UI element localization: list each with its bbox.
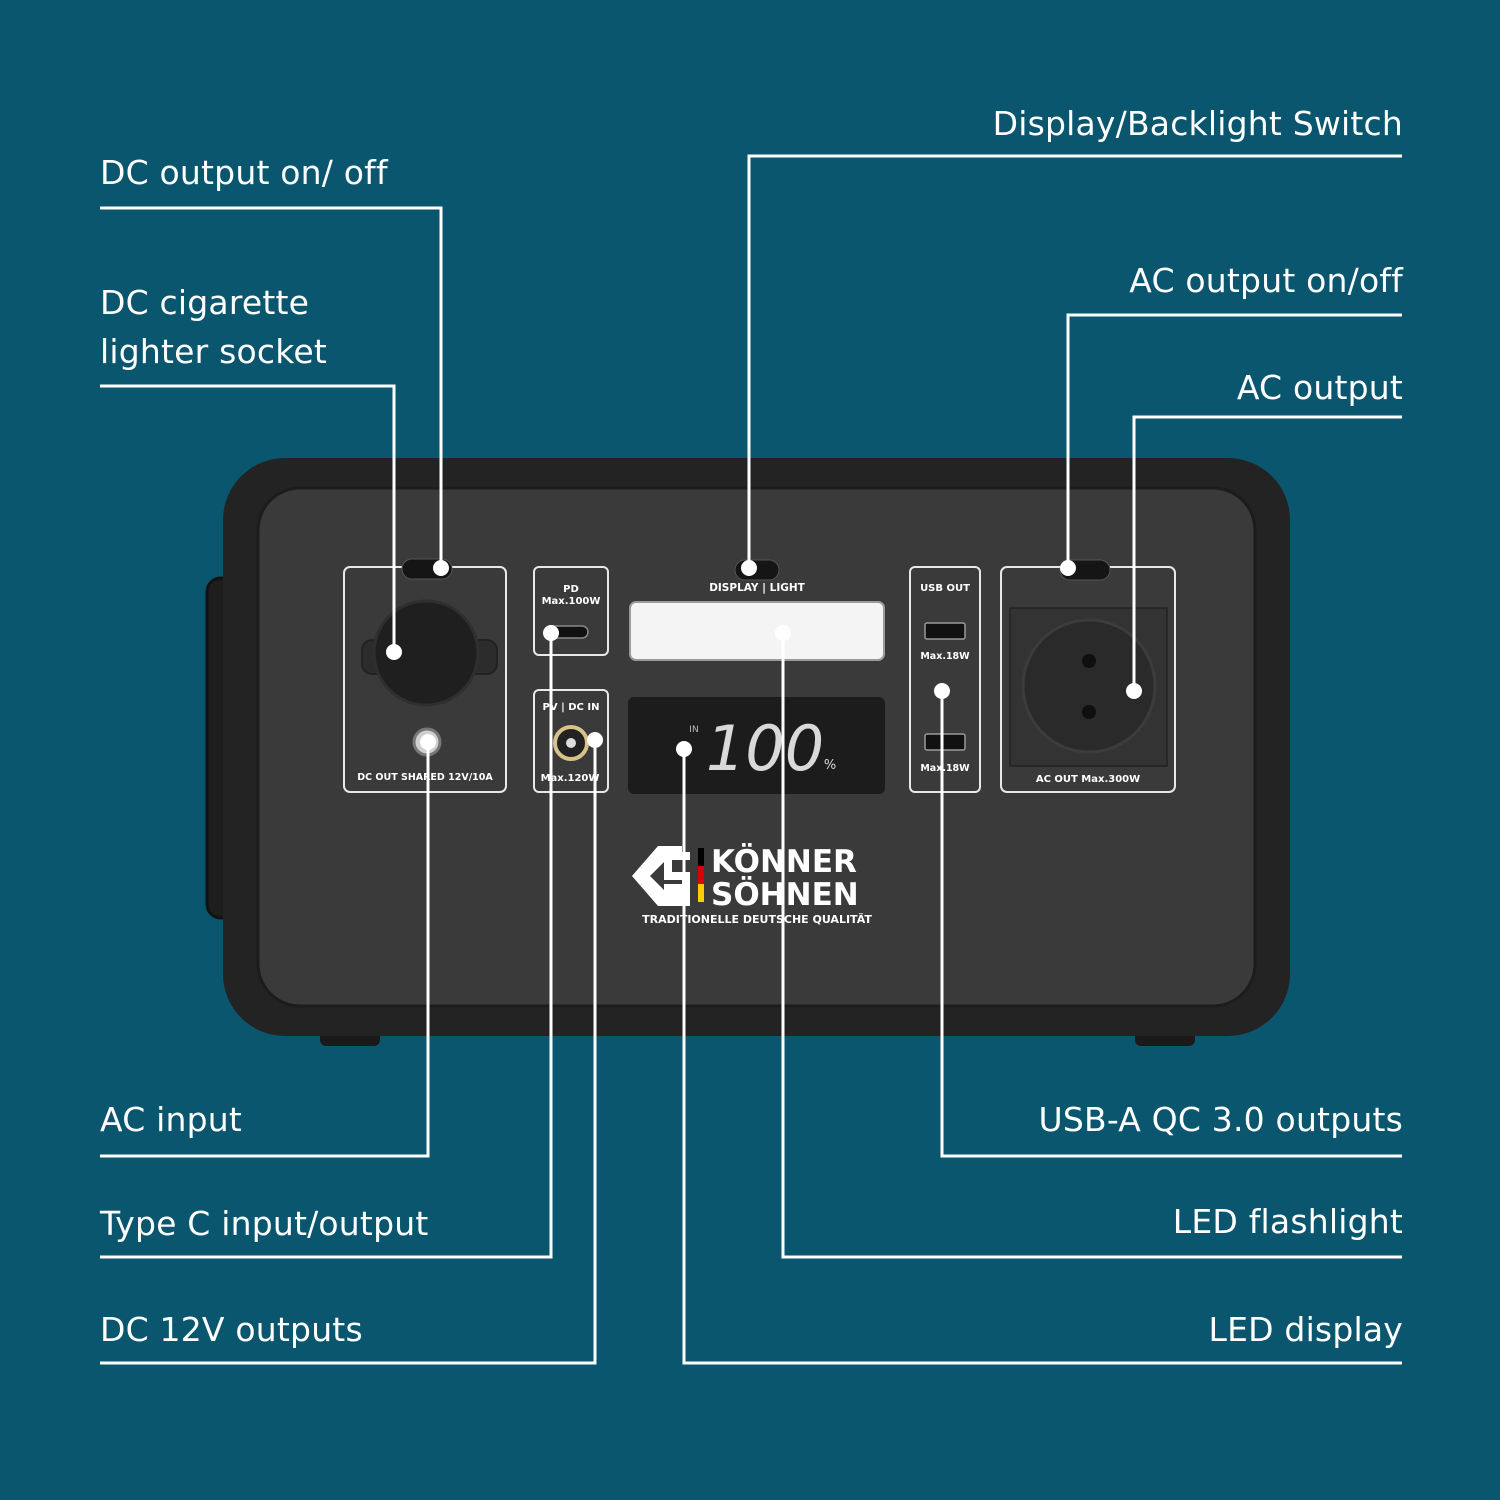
- usb-out-label: USB OUT: [920, 583, 970, 594]
- usb-panel-frame: [909, 566, 981, 793]
- label-ac-input: AC input: [100, 1100, 243, 1139]
- lcd-value: 100: [706, 712, 824, 785]
- usb-max-2: Max.18W: [920, 763, 970, 774]
- leader-ac-output: [1132, 415, 1402, 691]
- leader-dc-output-switch: [100, 206, 443, 568]
- flag-red: [698, 866, 704, 884]
- logo-mark: [632, 846, 690, 906]
- pv-label: PV | DC IN: [543, 702, 600, 713]
- dot-ac-output-switch: [1060, 560, 1076, 576]
- dot-dc-12v: [587, 732, 603, 748]
- brand-logo: KÖNNER SÖHNEN TRADITIONELLE DEUTSCHE QUA…: [632, 843, 872, 926]
- leader-led-flashlight: [781, 633, 1402, 1259]
- label-dc-cigarette-line1: DC cigarette: [100, 283, 310, 322]
- dot-led-flashlight: [775, 625, 791, 641]
- label-ac-output: AC output: [1236, 368, 1403, 407]
- ac-socket-hole-bottom: [1082, 705, 1096, 719]
- lcd-unit: %: [824, 758, 836, 773]
- dc-in-port-pin: [566, 738, 576, 748]
- dot-display-switch: [741, 560, 757, 576]
- label-led-display: LED display: [1208, 1310, 1403, 1349]
- leader-ac-input: [100, 742, 430, 1158]
- label-led-flashlight: LED flashlight: [1172, 1202, 1403, 1241]
- ac-socket: [1021, 618, 1157, 754]
- ac-panel-label: AC OUT Max.300W: [1036, 774, 1140, 785]
- label-usb-a: USB-A QC 3.0 outputs: [1038, 1100, 1403, 1139]
- logo-s: [664, 852, 690, 904]
- pd-max-label: Max.100W: [542, 596, 601, 607]
- pv-max-label: Max.120W: [541, 773, 600, 784]
- cigarette-socket: [372, 599, 480, 707]
- leader-display-switch: [747, 154, 1402, 568]
- lcd-in-indicator: IN: [689, 725, 698, 735]
- brand-tagline: TRADITIONELLE DEUTSCHE QUALITÄT: [642, 912, 872, 926]
- dot-dc-output-switch: [433, 560, 449, 576]
- label-type-c: Type C input/output: [100, 1204, 429, 1243]
- dot-led-display: [676, 741, 692, 757]
- label-dc-cigarette-line2: lighter socket: [100, 332, 328, 371]
- usb-a-port-1: [924, 622, 966, 640]
- leader-dc-12v: [100, 740, 597, 1365]
- dot-type-c: [543, 625, 559, 641]
- flag-gold: [698, 884, 704, 902]
- leader-ac-output-switch: [1066, 313, 1402, 568]
- usb-max-1: Max.18W: [920, 651, 970, 662]
- dc-panel-label: DC OUT SHARED 12V/10A: [357, 772, 493, 783]
- flag-black: [698, 848, 704, 866]
- led-flashlight-bar: [629, 601, 885, 661]
- dot-ac-output: [1126, 683, 1142, 699]
- dot-ac-input: [420, 734, 436, 750]
- label-ac-output-switch: AC output on/off: [1129, 261, 1403, 300]
- lcd-display: [628, 697, 885, 794]
- display-light-label: DISPLAY | LIGHT: [709, 582, 805, 594]
- label-dc-output-switch: DC output on/ off: [100, 153, 388, 192]
- usb-a-port-2: [924, 733, 966, 751]
- leader-usb-a: [940, 691, 1402, 1158]
- pv-panel-frame: [533, 689, 609, 793]
- dot-dc-cigarette: [386, 644, 402, 660]
- label-dc-12v: DC 12V outputs: [100, 1310, 363, 1349]
- brand-line2: SÖHNEN: [711, 876, 859, 913]
- ac-socket-hole-top: [1082, 654, 1096, 668]
- leader-led-display: [682, 749, 1402, 1365]
- label-display-switch: Display/Backlight Switch: [992, 104, 1403, 143]
- pd-panel-frame: [533, 566, 609, 656]
- pd-label: PD: [563, 584, 579, 595]
- leader-type-c: [100, 633, 553, 1259]
- dot-usb-a: [934, 683, 950, 699]
- leader-dc-cigarette: [100, 384, 396, 652]
